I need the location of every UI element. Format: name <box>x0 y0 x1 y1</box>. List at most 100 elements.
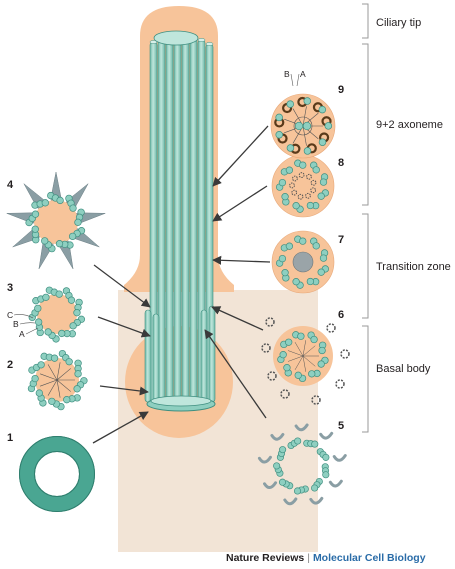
tubule <box>283 364 291 372</box>
tubule <box>63 396 71 404</box>
stage-number-4: 4 <box>7 179 14 191</box>
section-3 <box>28 286 86 343</box>
label-basal-body: Basal body <box>376 363 431 375</box>
doublet-b <box>318 138 327 146</box>
tubule <box>319 178 328 186</box>
tubule <box>311 440 319 448</box>
tubule <box>42 293 50 301</box>
tubule <box>285 338 293 346</box>
tubule <box>317 192 325 200</box>
basal-triplet-tube <box>152 313 160 403</box>
section-6 <box>261 317 350 405</box>
inner-vesicle <box>291 189 298 196</box>
vesicle <box>265 317 275 327</box>
spoke <box>302 355 316 367</box>
tubule <box>73 385 81 393</box>
transition-fiber <box>270 432 285 441</box>
tubule <box>48 397 56 405</box>
vesicle <box>335 379 345 389</box>
spoke <box>287 355 304 362</box>
tubule <box>67 296 76 304</box>
tubule <box>74 218 82 226</box>
inner-vesicle <box>292 175 298 182</box>
tubule <box>297 332 305 340</box>
central-body <box>292 251 314 273</box>
tubule <box>273 462 281 470</box>
tubule <box>31 225 39 233</box>
transition-fiber <box>283 497 298 506</box>
transition-fiber <box>332 454 347 462</box>
doublet-b <box>286 100 294 108</box>
tubule <box>56 196 64 205</box>
tubule <box>41 199 49 207</box>
spoke <box>302 340 307 357</box>
radial-spoke <box>302 125 307 146</box>
stage-number-9: 9 <box>338 84 344 96</box>
tubule <box>278 478 287 486</box>
vesicle <box>280 389 290 399</box>
axoneme-microtubules <box>144 31 216 406</box>
cartwheel-spoke <box>47 364 58 381</box>
tubule <box>312 242 320 250</box>
cartwheel-spoke <box>39 379 58 387</box>
cartwheel-spoke <box>56 379 61 398</box>
tubule <box>299 161 307 169</box>
tubule <box>44 328 52 336</box>
inner-vesicle <box>297 193 304 200</box>
section-1-ring <box>19 436 95 512</box>
axoneme-tube <box>181 33 190 406</box>
stage-number-5: 5 <box>338 420 344 432</box>
tubule <box>317 268 325 276</box>
tubule <box>293 487 302 495</box>
inner-vesicle <box>289 182 295 189</box>
figure-credit: Nature Reviews|Molecular Cell Biology <box>226 552 426 564</box>
tubule <box>35 389 43 397</box>
radial-spoke <box>302 106 307 127</box>
tubule <box>35 318 43 326</box>
transition-fiber <box>257 455 272 464</box>
tubule <box>292 202 300 210</box>
tubule <box>65 358 73 366</box>
basal-triplet-tube <box>208 305 216 403</box>
doublet-b <box>303 147 312 155</box>
vesicle <box>311 395 321 405</box>
tubule <box>58 329 66 338</box>
axoneme-tube <box>173 32 182 406</box>
section-8 <box>271 154 335 218</box>
spoke <box>294 355 304 370</box>
tube-top <box>197 38 206 42</box>
label-3-c: C <box>7 310 13 320</box>
tubule <box>294 437 302 445</box>
inner-vesicle <box>310 187 317 194</box>
tubule <box>55 240 64 248</box>
basal-triplet-tube <box>200 309 208 403</box>
section-5 <box>257 423 347 506</box>
tubule <box>278 254 287 263</box>
tubule <box>285 242 294 250</box>
tubule <box>281 269 289 277</box>
label-3-a: A <box>19 329 25 339</box>
tip-ring <box>153 30 199 46</box>
section-9 <box>270 93 336 159</box>
region-brackets <box>362 3 369 433</box>
tubule <box>306 277 315 286</box>
tubule <box>308 370 316 378</box>
tubule <box>299 237 307 245</box>
stage-number-8: 8 <box>338 157 344 169</box>
spoke <box>294 342 304 357</box>
tubule <box>311 484 319 492</box>
transition-fiber <box>309 496 324 505</box>
transition-fiber <box>263 481 278 490</box>
doublet-b <box>318 105 327 114</box>
tubule <box>74 370 82 378</box>
tubule <box>55 290 63 298</box>
spoke <box>287 350 304 357</box>
tubule <box>279 446 287 454</box>
cartwheel-spoke <box>47 379 58 396</box>
doublet-b <box>275 113 283 122</box>
inner-vesicle <box>305 192 311 199</box>
spoke <box>302 355 307 372</box>
tubule <box>31 374 39 383</box>
doublet-b <box>324 122 333 130</box>
vesicle <box>340 349 350 359</box>
